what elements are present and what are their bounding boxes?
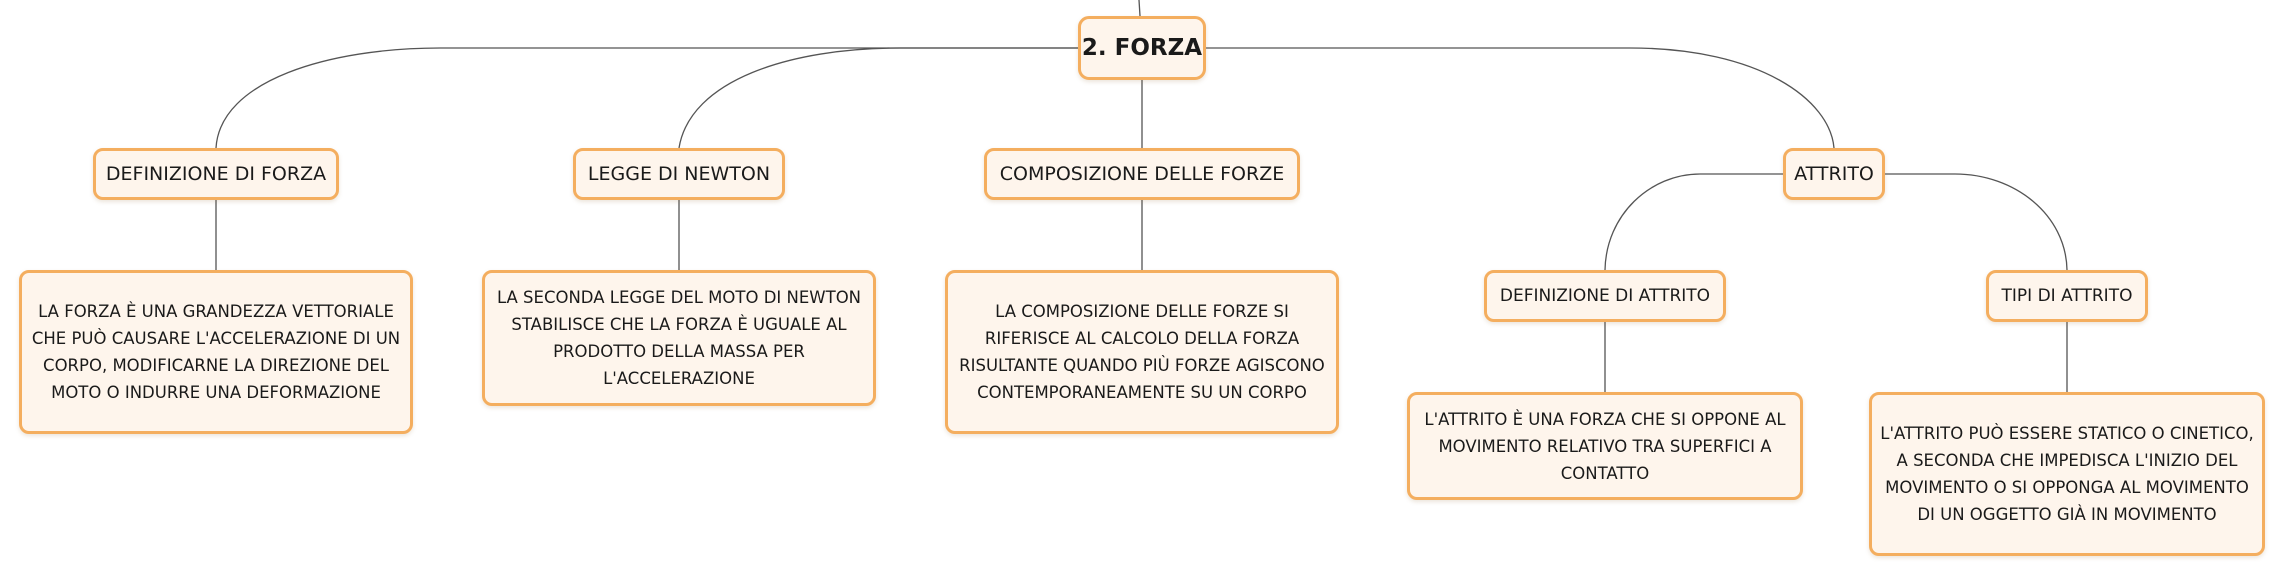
topic-tipi-di-attrito[interactable]: TIPI DI ATTRITO bbox=[1986, 270, 2148, 322]
connector-root-to-legge-newton bbox=[678, 47, 1078, 149]
connector-parent-to-root bbox=[1138, 0, 1141, 17]
detail-definizione-di-attrito[interactable]: L'ATTRITO È UNA FORZA CHE SI OPPONE AL M… bbox=[1407, 392, 1803, 500]
connector-root-to-definizione-forza bbox=[215, 47, 1078, 149]
connector-attrito-to-definizione bbox=[1604, 173, 1783, 271]
connector-root-to-attrito bbox=[1206, 47, 1835, 149]
detail-composizione-delle-forze[interactable]: LA COMPOSIZIONE DELLE FORZE SI RIFERISCE… bbox=[945, 270, 1339, 434]
topic-legge-di-newton[interactable]: LEGGE DI NEWTON bbox=[573, 148, 785, 200]
detail-tipi-di-attrito[interactable]: L'ATTRITO PUÒ ESSERE STATICO O CINETICO,… bbox=[1869, 392, 2265, 556]
topic-definizione-di-forza[interactable]: DEFINIZIONE DI FORZA bbox=[93, 148, 339, 200]
connector-attrito-to-tipi bbox=[1885, 173, 2068, 271]
detail-legge-di-newton[interactable]: LA SECONDA LEGGE DEL MOTO DI NEWTON STAB… bbox=[482, 270, 876, 406]
topic-composizione-delle-forze[interactable]: COMPOSIZIONE DELLE FORZE bbox=[984, 148, 1300, 200]
root-node[interactable]: 2. FORZA bbox=[1078, 16, 1206, 80]
topic-attrito[interactable]: ATTRITO bbox=[1783, 148, 1885, 200]
detail-definizione-di-forza[interactable]: LA FORZA È UNA GRANDEZZA VETTORIALE CHE … bbox=[19, 270, 413, 434]
topic-definizione-di-attrito[interactable]: DEFINIZIONE DI ATTRITO bbox=[1484, 270, 1726, 322]
